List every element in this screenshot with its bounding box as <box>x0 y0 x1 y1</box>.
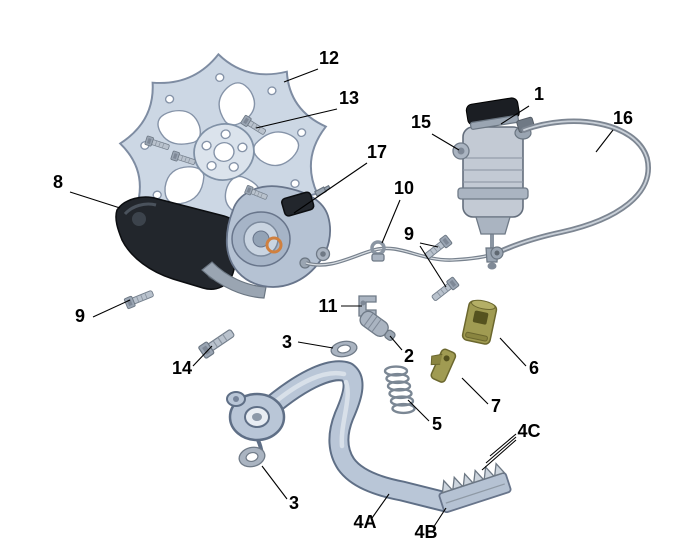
callout-12: 12 <box>283 48 339 83</box>
leader-line <box>461 377 489 405</box>
callout-label: 1 <box>534 84 544 104</box>
leader-line <box>371 493 390 519</box>
callout-label: 10 <box>394 178 414 198</box>
callout-label: 7 <box>491 396 501 416</box>
hose-clip <box>430 348 457 383</box>
callout-4A: 4A <box>353 493 390 532</box>
callouts: 12 13 1 15 16 17 10 8 <box>53 48 633 542</box>
leader-line <box>297 341 334 349</box>
brake-caliper <box>225 184 331 288</box>
leader-line <box>381 199 401 244</box>
leader-line <box>489 433 517 457</box>
callout-5: 5 <box>407 399 442 434</box>
callout-8: 8 <box>53 172 121 209</box>
pipe-clamp <box>370 240 386 262</box>
callout-label: 13 <box>339 88 359 108</box>
pedal-tip <box>438 462 512 514</box>
leader-line <box>485 436 517 464</box>
hose-guide <box>461 299 498 345</box>
callout-9-right: 9 <box>404 224 447 288</box>
leader-line <box>192 345 213 367</box>
callout-label: 16 <box>613 108 633 128</box>
callout-label: 17 <box>367 142 387 162</box>
callout-10: 10 <box>381 178 414 244</box>
callout-label: 11 <box>318 296 337 316</box>
return-spring <box>383 365 416 415</box>
piston-seal <box>265 236 283 254</box>
callout-11: 11 <box>318 296 362 316</box>
leader-line <box>92 299 131 318</box>
leader-line <box>500 105 530 125</box>
callout-13: 13 <box>255 88 359 129</box>
brake-pipe <box>299 246 498 269</box>
pedal-tip-teeth <box>441 462 506 494</box>
leader-line <box>419 245 447 288</box>
leader-line <box>293 162 368 214</box>
leader-line <box>481 439 517 471</box>
leader-line <box>69 191 121 209</box>
washer-upper <box>330 340 358 358</box>
bracket-link-arm <box>201 261 267 299</box>
callout-label: 4A <box>353 512 376 532</box>
callout-1: 1 <box>500 84 544 125</box>
callout-14: 14 <box>172 345 213 378</box>
brake-pedal <box>226 360 457 513</box>
leader-line <box>419 242 439 248</box>
callout-15: 15 <box>411 112 460 151</box>
callout-2: 2 <box>389 335 414 366</box>
bleed-screw <box>314 184 331 198</box>
callout-4B: 4B <box>414 507 447 542</box>
callout-17: 17 <box>293 142 387 214</box>
leader-line <box>499 337 527 367</box>
callout-label: 2 <box>404 346 414 366</box>
callout-label: 6 <box>529 358 539 378</box>
callout-label: 4B <box>414 522 437 542</box>
leader-line <box>283 68 319 83</box>
leader-line <box>389 335 403 351</box>
callout-4C: 4C <box>481 421 541 471</box>
callout-label: 3 <box>289 493 299 513</box>
callout-3-lower: 3 <box>261 465 299 513</box>
washer-lower <box>238 446 266 468</box>
callout-6: 6 <box>499 337 539 378</box>
callout-7: 7 <box>461 377 501 416</box>
leader-line <box>595 129 614 153</box>
callout-label: 3 <box>282 332 292 352</box>
leader-line <box>261 465 288 500</box>
callout-label: 12 <box>319 48 339 68</box>
callout-label: 5 <box>432 414 442 434</box>
reservoir-cap <box>465 97 520 130</box>
leader-line <box>255 108 338 129</box>
callout-9-left: 9 <box>75 299 131 326</box>
pushrod-plunger <box>359 310 396 341</box>
leader-line <box>407 399 430 422</box>
master-cylinder <box>452 97 532 270</box>
callout-label: 8 <box>53 172 63 192</box>
callout-label: 4C <box>517 421 540 441</box>
callout-label: 9 <box>404 224 414 244</box>
brake-hose <box>490 116 651 260</box>
callout-16: 16 <box>595 108 633 153</box>
leader-line <box>432 507 447 529</box>
callout-label: 15 <box>411 112 431 132</box>
leader-line <box>431 133 460 151</box>
callout-label: 9 <box>75 306 85 326</box>
callout-label: 14 <box>172 358 192 378</box>
callout-3-upper: 3 <box>282 332 334 352</box>
